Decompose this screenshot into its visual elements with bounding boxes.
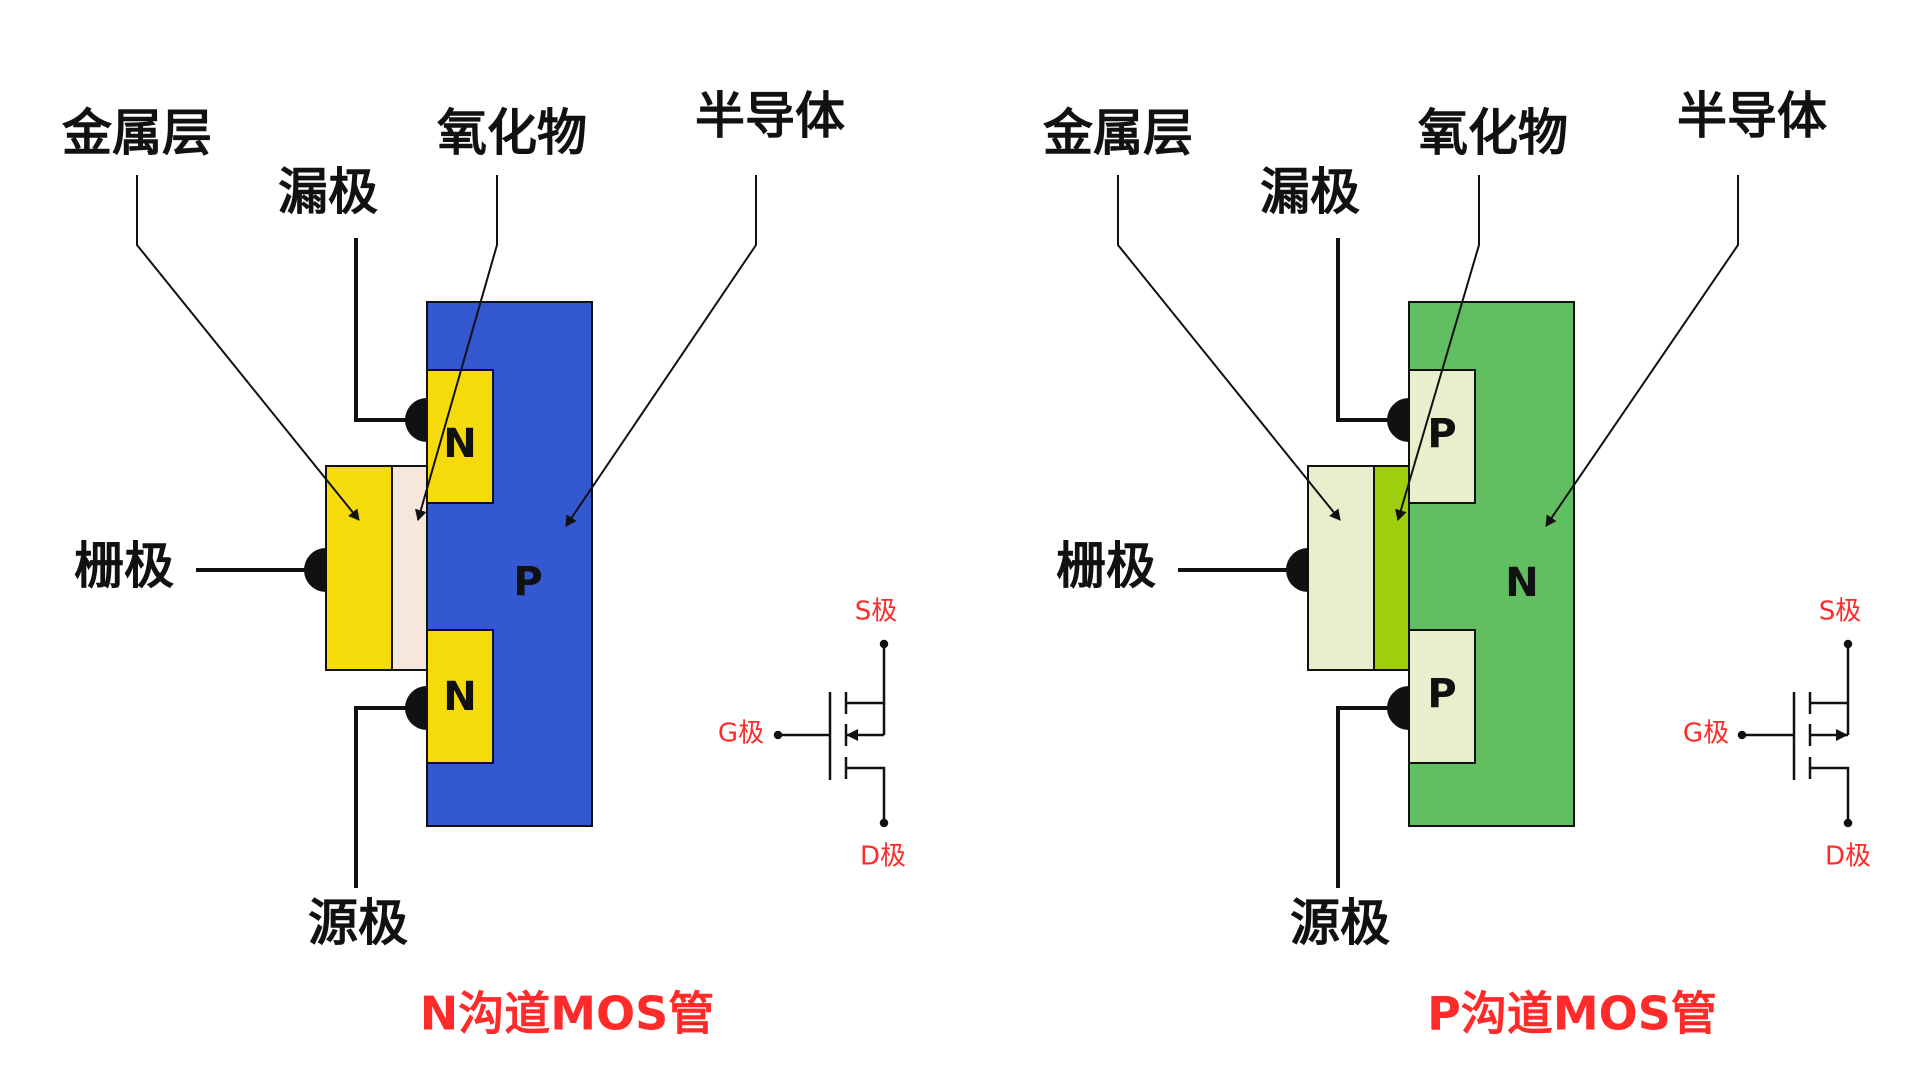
nmos-metal-arrow (136, 175, 360, 521)
nmos-oxide-arrow (414, 175, 498, 521)
nmos-symbol-s-label: S极 (855, 597, 898, 627)
nmos-oxide-label: 氧化物 (437, 103, 587, 162)
pmos-source-label: 源极 (1290, 893, 1390, 952)
pmos-drain-well-label: P (1427, 411, 1456, 457)
pmos-panel: P P N 金属层 漏极 氧化物 半导体 栅极 源极 (1043, 86, 1871, 1041)
pmos-semiconductor-label: 半导体 (1677, 86, 1827, 145)
nmos-symbol-g-node (773, 730, 783, 740)
nmos-panel: N N P 金属层 漏极 氧化物 半导体 栅极 源极 (62, 86, 906, 1041)
pmos-symbol-arrow-icon (1836, 729, 1848, 741)
nmos-source-label: 源极 (308, 893, 408, 952)
nmos-symbol-d-node (879, 818, 889, 828)
pmos-symbol-d-node (1843, 818, 1853, 828)
nmos-source-well-label: N (443, 674, 476, 720)
nmos-drain-label: 漏极 (278, 162, 378, 221)
nmos-symbol-g-label: G极 (718, 719, 764, 749)
pmos-symbol-s-label: S极 (1819, 597, 1862, 627)
pmos-gate-metal (1307, 465, 1375, 671)
nmos-symbol-s-node (879, 639, 889, 649)
nmos-source-well (426, 629, 494, 764)
nmos-drain-well-label: N (443, 421, 476, 467)
nmos-source-wire (354, 686, 427, 888)
pmos-symbol-g-label: G极 (1683, 719, 1729, 749)
pmos-caption: P沟道MOS管 (1427, 987, 1717, 1041)
nmos-caption: N沟道MOS管 (420, 987, 715, 1041)
pmos-oxide-arrow (1395, 175, 1480, 521)
nmos-semiconductor-label: 半导体 (695, 86, 845, 145)
pmos-symbol (1737, 639, 1853, 828)
nmos-symbol-d-label: D极 (860, 842, 906, 872)
pmos-gate-oxide (1373, 465, 1410, 671)
nmos-symbol-arrow-icon (846, 729, 858, 741)
nmos-semiconductor-arrow (565, 175, 757, 527)
nmos-drain-well (426, 369, 494, 504)
pmos-symbol-d-label: D极 (1825, 842, 1871, 872)
pmos-source-well-label: P (1427, 671, 1456, 717)
pmos-oxide-label: 氧化物 (1418, 103, 1568, 162)
pmos-metal-label: 金属层 (1043, 103, 1193, 162)
nmos-metal-label: 金属层 (62, 103, 212, 162)
pmos-drain-label: 漏极 (1260, 162, 1360, 221)
pmos-symbol-g-node (1737, 730, 1747, 740)
pmos-source-wire (1336, 686, 1409, 888)
nmos-gate-wire (196, 548, 326, 592)
nmos-symbol (773, 639, 889, 828)
pmos-drain-wire (1336, 238, 1409, 442)
nmos-gate-label: 栅极 (74, 536, 174, 595)
pmos-metal-arrow (1117, 175, 1341, 521)
pmos-gate-wire (1178, 548, 1308, 592)
pmos-symbol-s-node (1843, 639, 1853, 649)
nmos-substrate-label: P (513, 559, 542, 605)
pmos-gate-label: 栅极 (1056, 536, 1156, 595)
nmos-drain-wire (354, 238, 427, 442)
nmos-gate-metal (325, 465, 393, 671)
nmos-gate-oxide (391, 465, 428, 671)
pmos-semiconductor-arrow (1545, 175, 1739, 527)
pmos-substrate-label: N (1505, 560, 1538, 606)
